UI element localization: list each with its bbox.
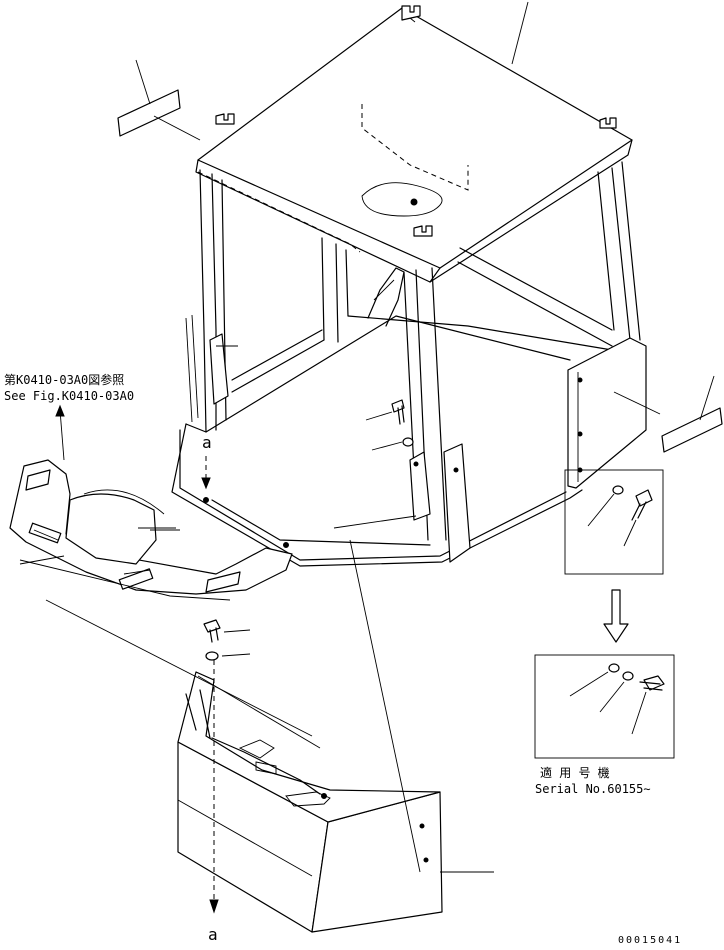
roof-hatch-patch bbox=[361, 182, 443, 217]
decal-right-leader bbox=[613, 391, 661, 415]
roof-leader bbox=[511, 1, 529, 65]
left-bracket bbox=[209, 333, 238, 405]
roof-bolt bbox=[410, 198, 418, 206]
cab-rear-frame bbox=[231, 247, 613, 393]
roof-hidden-edge bbox=[197, 171, 361, 253]
console-underside-leader bbox=[19, 555, 65, 565]
console-cover bbox=[9, 459, 293, 601]
reference-note-jp: 第K0410-03A0図参照 bbox=[4, 373, 125, 387]
drawing-number: 00015041 bbox=[618, 935, 683, 946]
side-panel-center bbox=[409, 443, 471, 563]
side-panel-right bbox=[567, 337, 647, 489]
console-ref-arrowhead bbox=[55, 404, 65, 417]
decal-left-leader bbox=[153, 115, 201, 141]
bolt-washer-center bbox=[365, 399, 414, 451]
detail-box-serial bbox=[534, 654, 675, 759]
floor-to-cover-leader bbox=[349, 539, 421, 873]
decal-left bbox=[117, 59, 181, 137]
console-to-cover-leader-2 bbox=[197, 675, 321, 749]
serial-note-en: Serial No.60155∼ bbox=[535, 782, 651, 796]
decal-right bbox=[661, 375, 723, 453]
cab-floor bbox=[171, 315, 583, 567]
change-arrow bbox=[603, 589, 629, 643]
serial-note-jp: 適 用 号 機 bbox=[540, 766, 610, 780]
cab-roof bbox=[195, 7, 633, 283]
console-to-cover-leader bbox=[45, 599, 313, 737]
arrow-a-lower bbox=[209, 660, 219, 914]
reference-note-en: See Fig.K0410-03A0 bbox=[4, 389, 135, 403]
arrow-label-lower: a bbox=[208, 925, 218, 944]
roof-dashed-outline bbox=[361, 104, 469, 191]
roof-clips bbox=[215, 5, 617, 237]
console-ref-leader bbox=[59, 409, 65, 461]
bolt-washer-left bbox=[203, 619, 251, 661]
arrow-a-upper bbox=[201, 456, 211, 490]
detail-box-current bbox=[564, 469, 664, 575]
arrow-label-upper: a bbox=[202, 433, 212, 452]
under-cover bbox=[177, 671, 443, 933]
floor-leader bbox=[333, 515, 417, 529]
